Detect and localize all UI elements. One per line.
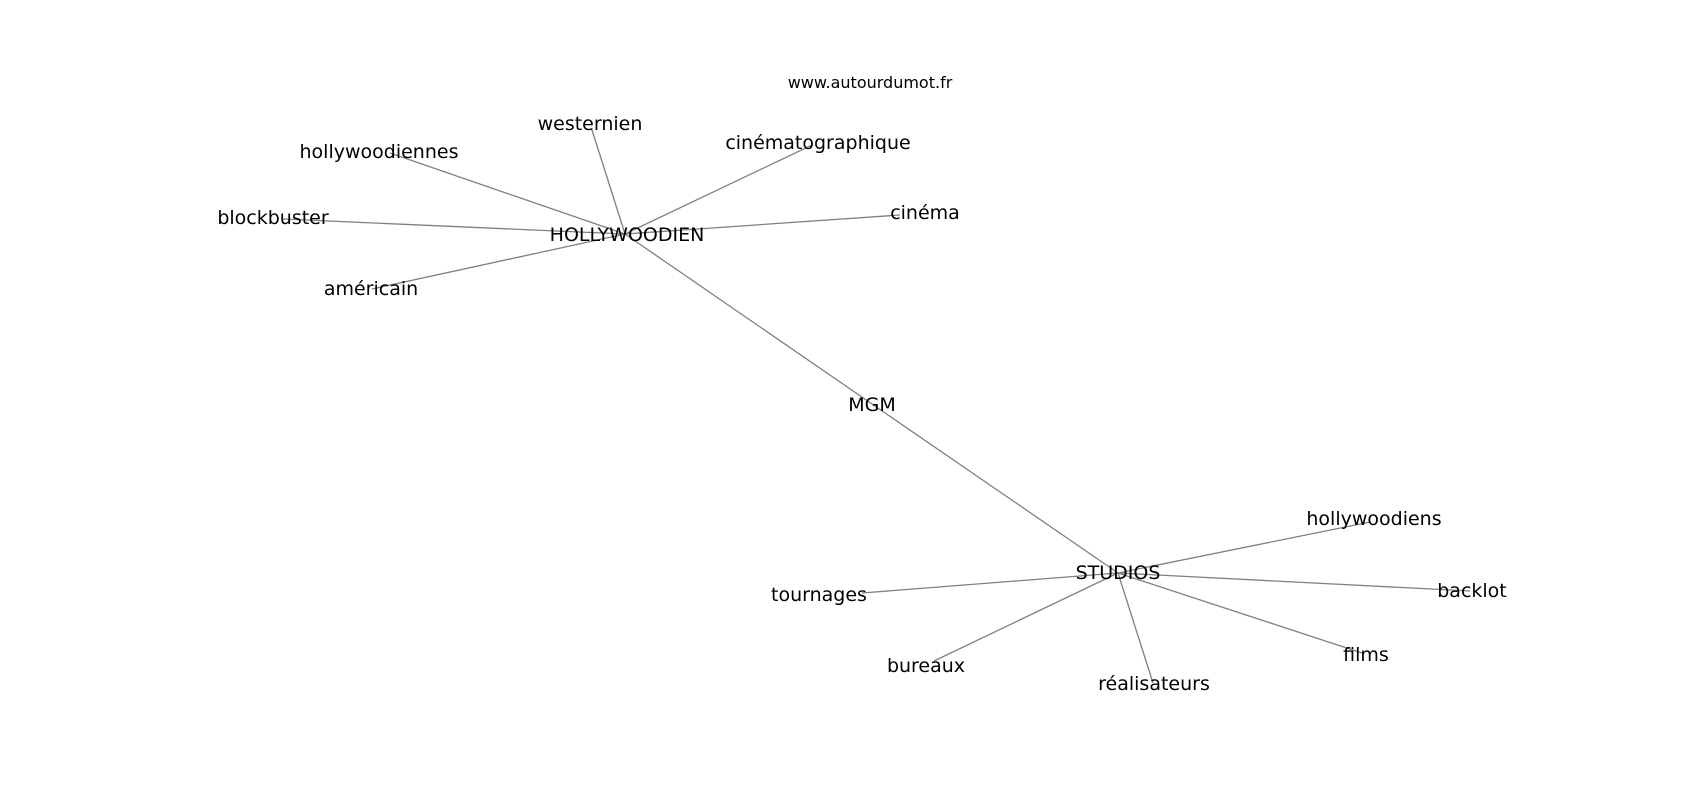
node-label-realisateurs: réalisateurs	[1098, 673, 1210, 695]
node-label-backlot: backlot	[1437, 580, 1507, 602]
node-label-americain: américain	[324, 278, 418, 300]
node-label-tournages: tournages	[771, 584, 867, 606]
edge-studios-backlot	[1117, 572, 1471, 592]
edge-hollywoodien-cinematographique	[624, 144, 813, 235]
edge-hollywoodien-blockbuster	[282, 218, 626, 235]
edge-studios-realisateurs	[1117, 572, 1154, 684]
edge-hollywoodien-mgm	[624, 233, 873, 405]
edge-hollywoodien-cinema	[624, 214, 901, 235]
edge-studios-films	[1117, 572, 1363, 654]
node-label-cinematographique: cinématographique	[725, 132, 910, 154]
edges-layer	[282, 129, 1471, 684]
labels-layer: HOLLYWOODIEN westernien hollywoodiennes cin…	[217, 113, 1506, 695]
edge-hollywoodien-hollywoodiennes	[389, 152, 626, 235]
edge-hollywoodien-westernien	[591, 129, 626, 235]
node-label-blockbuster: blockbuster	[217, 207, 329, 229]
node-label-hollywoodiens: hollywoodiens	[1306, 508, 1441, 530]
node-label-hollywoodien: HOLLYWOODIEN	[550, 224, 705, 246]
node-label-cinema: cinéma	[890, 202, 960, 224]
source-watermark: www.autourdumot.fr	[788, 73, 953, 92]
node-label-bureaux: bureaux	[887, 655, 965, 677]
node-label-hollywoodiennes: hollywoodiennes	[300, 141, 459, 163]
node-label-westernien: westernien	[538, 113, 643, 135]
edge-studios-tournages	[861, 572, 1119, 594]
node-label-mgm: MGM	[848, 394, 896, 416]
node-label-films: films	[1343, 644, 1389, 666]
edge-hollywoodien-americain	[371, 233, 626, 290]
edge-studios-hollywoodiens	[1117, 521, 1371, 574]
node-label-studios: STUDIOS	[1076, 562, 1161, 584]
edge-mgm-studios	[871, 403, 1119, 574]
edge-studios-bureaux	[933, 572, 1119, 662]
